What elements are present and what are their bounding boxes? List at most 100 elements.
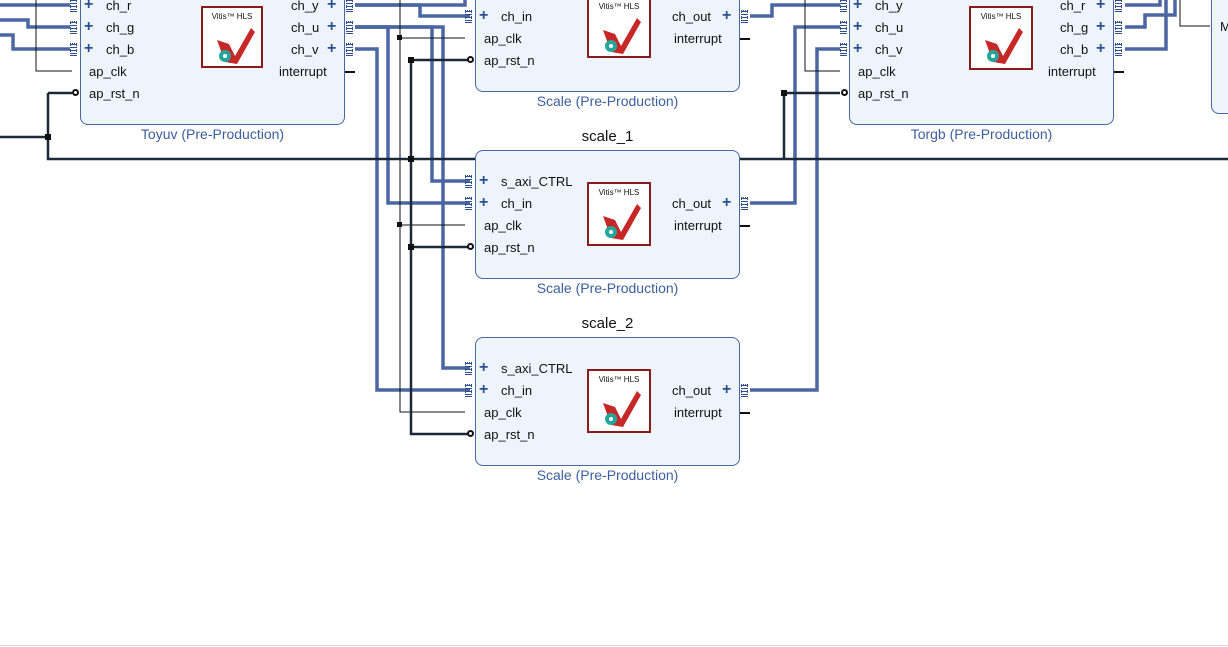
bus-wire xyxy=(1125,0,1162,7)
expand-port-icon[interactable]: + xyxy=(84,40,94,57)
expand-port-icon[interactable]: + xyxy=(479,172,489,189)
vitis-hls-logo: Vitis™ HLS xyxy=(969,6,1033,70)
bus-port-icon xyxy=(465,384,472,397)
bus-port-icon xyxy=(840,43,847,56)
expand-port-icon[interactable]: + xyxy=(1096,0,1106,13)
port-label: ch_b xyxy=(1060,42,1089,57)
port-label: ch_in xyxy=(501,196,533,211)
bus-wire xyxy=(750,25,840,205)
port-label: ch_y xyxy=(875,0,903,13)
vitis-check-icon xyxy=(603,204,641,240)
port-label: interrupt xyxy=(674,31,722,46)
logo-text: Vitis™ HLS xyxy=(598,188,640,197)
bus-port-icon xyxy=(1115,43,1122,56)
block-subtitle: Toyuv (Pre-Production) xyxy=(140,126,285,142)
port-label: ch_y xyxy=(291,0,319,13)
bus-port-icon xyxy=(70,0,77,12)
port-label: ch_v xyxy=(291,42,319,57)
interrupt-port-stub xyxy=(345,71,355,73)
expand-port-icon[interactable]: + xyxy=(84,0,94,13)
junction-dot xyxy=(397,222,402,227)
port-label: ap_rst_n xyxy=(858,86,909,101)
junction-dot xyxy=(397,35,402,40)
bus-wire xyxy=(1125,0,1177,29)
expand-port-icon[interactable]: + xyxy=(479,7,489,24)
reset-port-icon xyxy=(841,89,848,96)
bus-wire xyxy=(1125,0,1168,51)
vitis-hls-logo: Vitis™ HLS xyxy=(201,6,263,68)
bus-port-icon xyxy=(1115,21,1122,34)
expand-port-icon[interactable]: + xyxy=(1096,18,1106,35)
scale-1-block[interactable] xyxy=(475,150,740,279)
junction-dot xyxy=(408,244,414,250)
bus-port-icon xyxy=(741,10,748,23)
port-label: ch_b xyxy=(106,42,135,57)
bus-wire xyxy=(355,25,470,205)
port-label: ch_g xyxy=(1060,20,1089,35)
expand-port-icon[interactable]: + xyxy=(853,18,863,35)
expand-port-icon[interactable]: + xyxy=(84,18,94,35)
port-label: interrupt xyxy=(674,405,722,420)
logo-text: Vitis™ HLS xyxy=(598,375,640,384)
bus-port-icon xyxy=(840,0,847,12)
port-label: ch_g xyxy=(106,20,135,35)
port-label: interrupt xyxy=(279,64,327,79)
logo-text: Vitis™ HLS xyxy=(598,2,640,11)
junction-dot xyxy=(45,134,51,140)
bus-port-icon xyxy=(346,43,353,56)
port-label: ch_u xyxy=(291,20,320,35)
bus-wire xyxy=(0,33,70,51)
expand-port-icon[interactable]: + xyxy=(479,359,489,376)
port-label: ch_u xyxy=(875,20,904,35)
port-label: ch_r xyxy=(1060,0,1086,13)
port-label: ap_clk xyxy=(89,64,127,79)
canvas-bottom-border xyxy=(0,645,1228,646)
block-subtitle: Scale (Pre-Production) xyxy=(536,93,679,109)
expand-port-icon[interactable]: + xyxy=(722,194,732,211)
expand-port-icon[interactable]: + xyxy=(327,18,337,35)
bus-port-icon xyxy=(1115,0,1122,12)
clock-wire xyxy=(1179,0,1210,27)
bus-wire xyxy=(355,25,470,370)
vitis-check-icon xyxy=(603,18,641,54)
bus-wire xyxy=(0,18,70,29)
expand-port-icon[interactable]: + xyxy=(722,7,732,24)
vitis-hls-logo: Vitis™ HLS xyxy=(587,182,651,246)
junction-dot xyxy=(781,90,787,96)
offscreen-block[interactable] xyxy=(1211,0,1228,114)
port-label: ch_v xyxy=(875,42,903,57)
port-label: ch_out xyxy=(672,9,712,24)
vitis-hls-logo: Vitis™ HLS xyxy=(587,369,651,433)
logo-text: Vitis™ HLS xyxy=(211,12,253,21)
reset-port-icon xyxy=(467,430,474,437)
port-label: M xyxy=(1220,19,1228,34)
expand-port-icon[interactable]: + xyxy=(853,40,863,57)
expand-port-icon[interactable]: + xyxy=(327,0,337,13)
block-subtitle: Torgb (Pre-Production) xyxy=(910,126,1053,142)
clock-wire xyxy=(35,0,72,72)
reset-wire xyxy=(46,93,1228,161)
port-label: ap_clk xyxy=(484,31,522,46)
logo-text: Vitis™ HLS xyxy=(980,12,1022,21)
interrupt-port-stub xyxy=(740,412,750,414)
expand-port-icon[interactable]: + xyxy=(1096,40,1106,57)
bus-port-icon xyxy=(346,0,353,12)
bus-port-icon xyxy=(840,21,847,34)
port-label: ap_rst_n xyxy=(484,53,535,68)
expand-port-icon[interactable]: + xyxy=(479,381,489,398)
clock-wire xyxy=(399,0,465,413)
port-label: ch_in xyxy=(501,9,533,24)
bus-port-icon xyxy=(70,21,77,34)
block-subtitle: Scale (Pre-Production) xyxy=(536,467,679,483)
expand-port-icon[interactable]: + xyxy=(853,0,863,13)
expand-port-icon[interactable]: + xyxy=(722,381,732,398)
bus-wire xyxy=(355,47,470,392)
interrupt-port-stub xyxy=(1114,71,1124,73)
bus-wire xyxy=(750,3,840,18)
junction-dot xyxy=(408,57,414,63)
expand-port-icon[interactable]: + xyxy=(327,40,337,57)
expand-port-icon[interactable]: + xyxy=(479,194,489,211)
port-label: s_axi_CTRL xyxy=(501,174,573,189)
